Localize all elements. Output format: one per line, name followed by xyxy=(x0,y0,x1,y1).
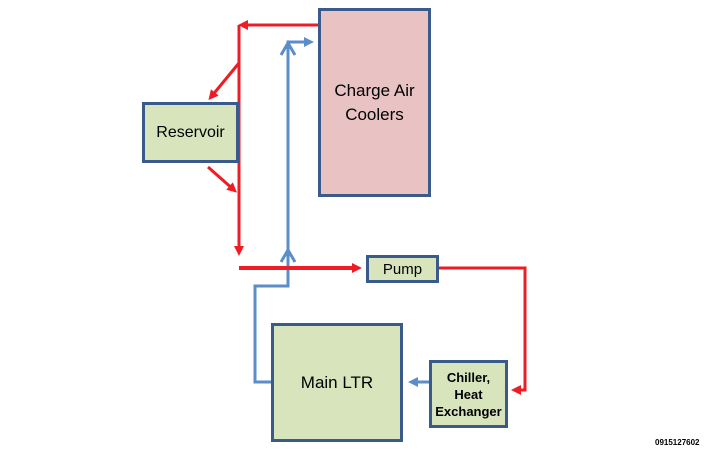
hot-line-to-reservoir xyxy=(208,62,241,101)
cold-arrowhead-junction xyxy=(279,247,297,263)
reservoir-box: Reservoir xyxy=(142,102,239,163)
chiller-label: Chiller, Heat Exchanger xyxy=(435,369,502,419)
main-ltr-label: Main LTR xyxy=(300,372,374,392)
pump-box: Pump xyxy=(366,255,439,283)
chiller-heat-exchanger-box: Chiller, Heat Exchanger xyxy=(429,360,508,428)
hot-line-from-reservoir xyxy=(207,165,237,193)
cold-arrowhead-branch xyxy=(279,40,297,56)
cold-line-ltr-to-coolers xyxy=(253,37,314,384)
charge-air-coolers-label: Charge Air Coolers xyxy=(334,80,415,124)
reservoir-label: Reservoir xyxy=(156,123,225,141)
main-ltr-box: Main LTR xyxy=(271,323,403,442)
document-id: 0915127602 xyxy=(655,438,700,447)
pump-label: Pump xyxy=(382,260,423,278)
charge-air-coolers-box: Charge Air Coolers xyxy=(318,8,431,197)
hot-line-pump-to-chiller xyxy=(439,266,527,395)
